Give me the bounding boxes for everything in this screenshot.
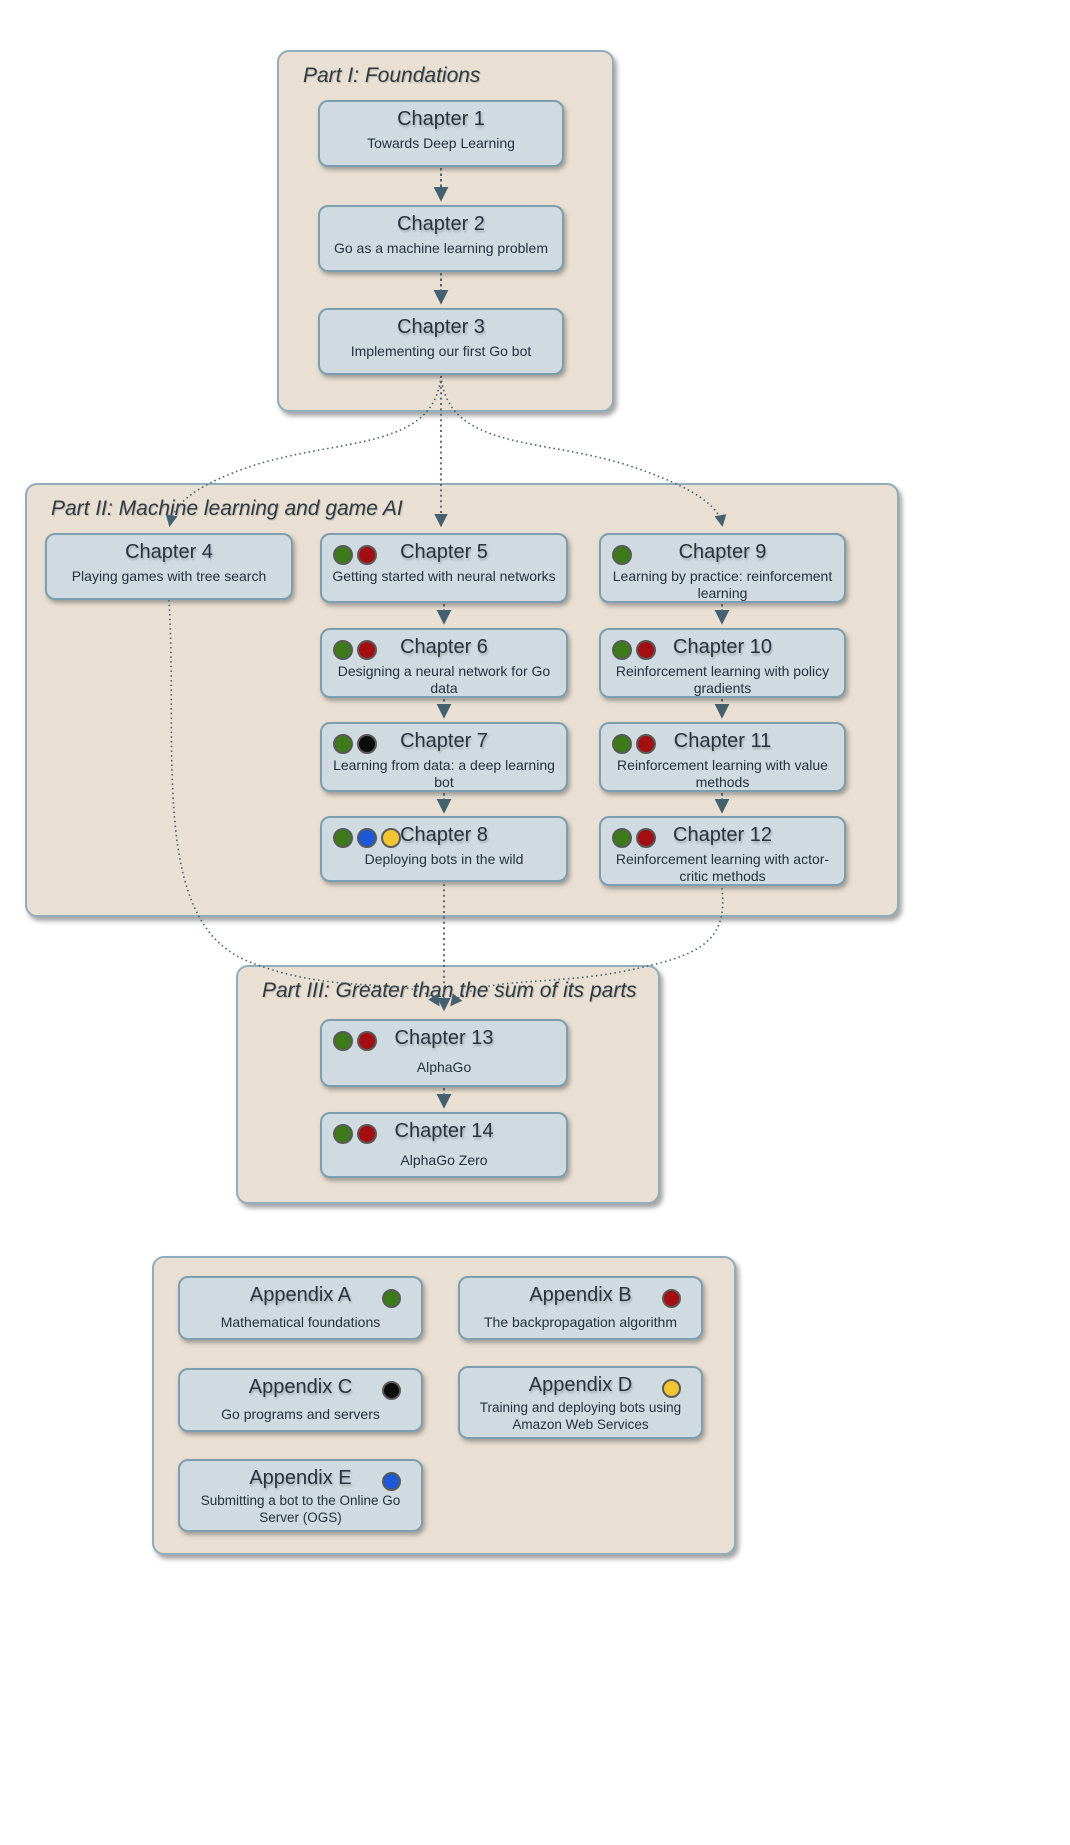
chapter-8-dots — [333, 828, 401, 848]
red-dot-icon — [636, 828, 656, 848]
chapter-title: Chapter 8 — [400, 824, 488, 846]
blue-dot-icon — [382, 1472, 401, 1491]
chapter-subtitle: AlphaGo Zero — [400, 1152, 488, 1168]
chapter-title: Chapter 5 — [400, 541, 488, 563]
chapter-subtitle: AlphaGo — [416, 1059, 472, 1075]
chapter-subtitle: Learning by practice: reinforcement lear… — [612, 568, 833, 601]
chapter-4-box: Chapter 4 Playing games with tree search — [45, 533, 293, 600]
chapter-11-box: Chapter 11 Reinforcement learning with v… — [599, 722, 846, 792]
yellow-dot-icon — [662, 1379, 681, 1398]
black-dot-icon — [382, 1381, 401, 1400]
chapter-subtitle: Reinforcement learning with actor-critic… — [615, 851, 830, 884]
connector-ch3-ch4 — [165, 375, 442, 527]
red-dot-icon — [636, 734, 656, 754]
green-dot-icon — [612, 640, 632, 660]
chapter-3-box: Chapter 3 Implementing our first Go bot — [318, 308, 564, 375]
blue-dot-icon — [357, 828, 377, 848]
green-dot-icon — [333, 734, 353, 754]
appendix-subtitle: Mathematical foundations — [220, 1314, 381, 1330]
chapter-6-dots — [333, 640, 377, 660]
green-dot-icon — [333, 1124, 353, 1144]
chapter-7-box: Chapter 7 Learning from data: a deep lea… — [320, 722, 568, 792]
chapter-title: Chapter 10 — [673, 636, 772, 658]
chapter-title: Chapter 9 — [678, 541, 767, 563]
part-2-title: Part II: Machine learning and game AI — [51, 497, 403, 520]
green-dot-icon — [382, 1289, 401, 1308]
appendix-title: Appendix B — [529, 1284, 632, 1306]
red-dot-icon — [357, 545, 377, 565]
appendix-subtitle: Training and deploying bots using Amazon… — [479, 1400, 682, 1432]
chapter-8-box: Chapter 8 Deploying bots in the wild — [320, 816, 568, 882]
chapter-subtitle: Towards Deep Learning — [367, 135, 515, 151]
chapter-5-box: Chapter 5 Getting started with neural ne… — [320, 533, 568, 603]
black-dot-icon — [357, 734, 377, 754]
chapter-title: Chapter 14 — [394, 1120, 494, 1142]
red-dot-icon — [636, 640, 656, 660]
chapter-title: Chapter 6 — [400, 636, 488, 658]
chapter-10-dots — [612, 640, 656, 660]
chapter-9-box: Chapter 9 Learning by practice: reinforc… — [599, 533, 846, 603]
red-dot-icon — [357, 1031, 377, 1051]
red-dot-icon — [357, 640, 377, 660]
appendix-b-box: Appendix B The backpropagation algorithm — [458, 1276, 703, 1340]
appendix-a-box: Appendix A Mathematical foundations — [178, 1276, 423, 1340]
red-dot-icon — [357, 1124, 377, 1144]
chapter-11-dots — [612, 734, 656, 754]
green-dot-icon — [333, 828, 353, 848]
chapter-title: Chapter 7 — [400, 730, 488, 752]
chapter-7-dots — [333, 734, 377, 754]
chapter-13-dots — [333, 1031, 377, 1051]
part-1-title: Part I: Foundations — [303, 64, 481, 87]
chapter-9-dots — [612, 545, 632, 565]
chapter-title: Chapter 11 — [673, 730, 772, 752]
chapter-subtitle: Implementing our first Go bot — [350, 343, 532, 359]
appendix-title: Appendix C — [248, 1376, 353, 1398]
chapter-title: Chapter 3 — [397, 316, 485, 338]
appendix-d-box: Appendix D Training and deploying bots u… — [458, 1366, 703, 1439]
appendix-subtitle: Submitting a bot to the Online Go Server… — [200, 1493, 401, 1525]
chapter-title: Chapter 1 — [397, 108, 485, 130]
chapter-1-box: Chapter 1 Towards Deep Learning — [318, 100, 564, 167]
appendix-title: Appendix D — [528, 1374, 633, 1396]
appendix-c-box: Appendix C Go programs and servers — [178, 1368, 423, 1432]
appendix-title: Appendix E — [249, 1467, 352, 1489]
chapter-2-box: Chapter 2 Go as a machine learning probl… — [318, 205, 564, 272]
red-dot-icon — [662, 1289, 681, 1308]
chapter-13-box: Chapter 13 AlphaGo — [320, 1019, 568, 1087]
appendix-subtitle: The backpropagation algorithm — [483, 1314, 677, 1330]
green-dot-icon — [333, 545, 353, 565]
chapter-subtitle: Learning from data: a deep learning bot — [333, 757, 555, 790]
chapter-title: Chapter 12 — [673, 824, 772, 846]
yellow-dot-icon — [381, 828, 401, 848]
green-dot-icon — [612, 545, 632, 565]
green-dot-icon — [612, 828, 632, 848]
chapter-subtitle: Deploying bots in the wild — [364, 851, 524, 867]
green-dot-icon — [333, 1031, 353, 1051]
chapter-14-box: Chapter 14 AlphaGo Zero — [320, 1112, 568, 1178]
chapter-5-dots — [333, 545, 377, 565]
green-dot-icon — [612, 734, 632, 754]
chapter-14-dots — [333, 1124, 377, 1144]
connector-ch12-ch13 — [450, 887, 724, 1007]
chapter-subtitle: Reinforcement learning with value method… — [617, 757, 828, 790]
chapter-12-box: Chapter 12 Reinforcement learning with a… — [599, 816, 846, 886]
connector-ch3-ch9 — [440, 375, 727, 527]
appendix-subtitle: Go programs and servers — [221, 1406, 380, 1422]
connector-ch4-ch13 — [168, 599, 440, 1007]
chapter-subtitle: Designing a neural network for Go data — [337, 663, 551, 696]
appendix-title: Appendix A — [249, 1284, 352, 1306]
chapter-subtitle: Getting started with neural networks — [332, 568, 556, 584]
chapter-6-box: Chapter 6 Designing a neural network for… — [320, 628, 568, 698]
chapter-subtitle: Go as a machine learning problem — [333, 240, 548, 256]
chapter-subtitle: Reinforcement learning with policy gradi… — [615, 663, 830, 696]
chapter-title: Chapter 2 — [397, 213, 485, 235]
appendix-e-box: Appendix E Submitting a bot to the Onlin… — [178, 1459, 423, 1532]
chapter-title: Chapter 13 — [394, 1027, 494, 1049]
chapter-10-box: Chapter 10 Reinforcement learning with p… — [599, 628, 846, 698]
green-dot-icon — [333, 640, 353, 660]
chapter-subtitle: Playing games with tree search — [71, 568, 267, 584]
chapter-title: Chapter 4 — [125, 541, 213, 563]
chapter-12-dots — [612, 828, 656, 848]
